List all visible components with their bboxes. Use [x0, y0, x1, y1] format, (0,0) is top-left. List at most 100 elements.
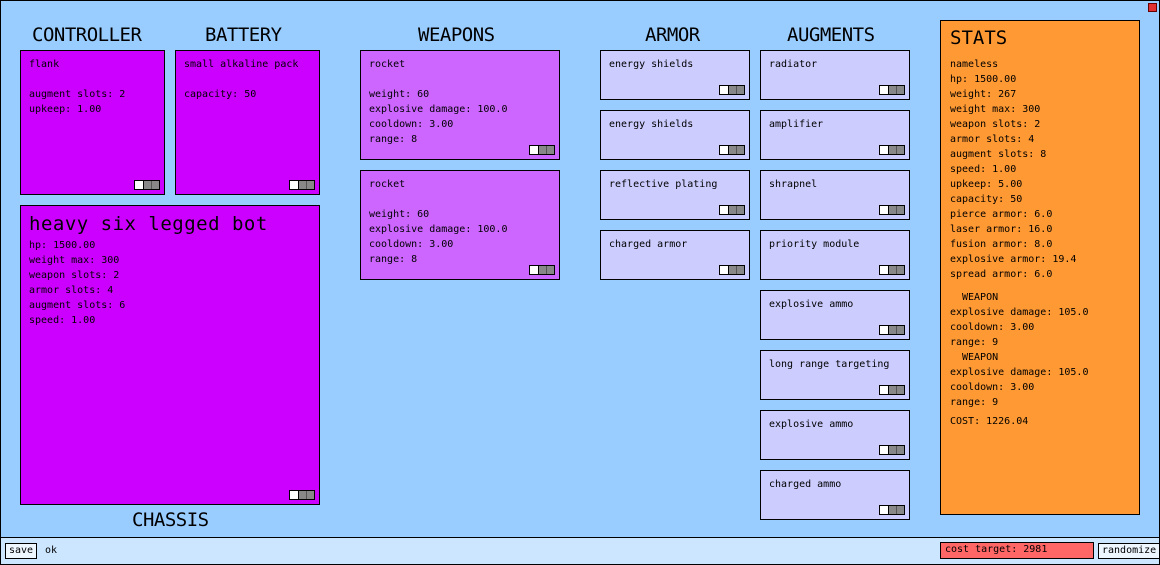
armor-toggle[interactable] [719, 85, 745, 95]
stat-weapon-line: explosive damage: 105.0 [950, 307, 1089, 318]
augment-name: explosive ammo [769, 299, 854, 310]
stat-weapon-label: WEAPON [962, 352, 999, 363]
augment-toggle[interactable] [879, 385, 905, 395]
augment-toggle[interactable] [879, 445, 905, 455]
augment-toggle[interactable] [879, 325, 905, 335]
save-button[interactable]: save [5, 543, 38, 559]
stat-line: capacity: 50 [950, 194, 1023, 205]
chassis-line: speed: 1.00 [29, 315, 96, 326]
battery-line [184, 72, 311, 87]
stat-cost: COST: 1226.04 [950, 416, 1029, 427]
chassis-line: augment slots: 6 [29, 300, 126, 311]
chassis-line: weight max: 300 [29, 255, 120, 266]
stats-panel: STATS nameless hp: 1500.00 weight: 267 w… [940, 20, 1140, 515]
augment-panel-3[interactable]: shrapnel [760, 170, 910, 220]
weapon-line: explosive damage: 100.0 [369, 104, 508, 115]
augment-panel-1[interactable]: radiator [760, 50, 910, 100]
armor-name: energy shields [609, 119, 694, 130]
chassis-line: weapon slots: 2 [29, 270, 120, 281]
controller-toggle[interactable] [134, 180, 160, 190]
battery-heading: BATTERY [205, 24, 282, 46]
stats-title: STATS [950, 27, 1008, 49]
weapon-panel-2[interactable]: rocket weight: 60 explosive damage: 100.… [360, 170, 560, 280]
stat-line: armor slots: 4 [950, 134, 1035, 145]
augment-name: charged ammo [769, 479, 842, 490]
armor-panel-4[interactable]: charged armor [600, 230, 750, 280]
stat-line: spread armor: 6.0 [950, 269, 1053, 280]
controller-panel[interactable]: flank augment slots: 2 upkeep: 1.00 [20, 50, 165, 195]
armor-name: charged armor [609, 239, 688, 250]
augment-toggle[interactable] [879, 85, 905, 95]
randomize-button[interactable]: randomize [1098, 543, 1160, 559]
augment-toggle[interactable] [879, 145, 905, 155]
weapon-line: cooldown: 3.00 [369, 239, 454, 250]
augment-toggle[interactable] [879, 265, 905, 275]
weapon-line: weight: 60 [369, 209, 430, 220]
weapon-line [369, 72, 551, 87]
augment-toggle[interactable] [879, 505, 905, 515]
controller-heading: CONTROLLER [32, 24, 142, 46]
stat-line: upkeep: 5.00 [950, 179, 1023, 190]
battery-toggle[interactable] [289, 180, 315, 190]
stat-line: augment slots: 8 [950, 149, 1047, 160]
stat-line: fusion armor: 8.0 [950, 239, 1053, 250]
status-text: ok [45, 545, 58, 556]
weapon-line: cooldown: 3.00 [369, 119, 454, 130]
stat-line: hp: 1500.00 [950, 74, 1017, 85]
armor-panel-2[interactable]: energy shields [600, 110, 750, 160]
controller-line: upkeep: 1.00 [29, 104, 102, 115]
augment-name: explosive ammo [769, 419, 854, 430]
stat-weapon-line: range: 9 [950, 337, 999, 348]
weapon-line: rocket [369, 59, 406, 70]
bottom-bar: save ok cost target: 2981 randomize [1, 537, 1160, 564]
cost-target-field[interactable]: cost target: 2981 [940, 542, 1094, 559]
augment-toggle[interactable] [879, 205, 905, 215]
weapon-line: range: 8 [369, 254, 418, 265]
chassis-name: heavy six legged bot [29, 213, 268, 235]
chassis-toggle[interactable] [289, 490, 315, 500]
augment-panel-8[interactable]: charged ammo [760, 470, 910, 520]
weapon-panel-1[interactable]: rocket weight: 60 explosive damage: 100.… [360, 50, 560, 160]
stat-weapon-line: cooldown: 3.00 [950, 382, 1035, 393]
armor-toggle[interactable] [719, 265, 745, 275]
stat-line: nameless [950, 59, 999, 70]
stat-weapon-label: WEAPON [962, 292, 999, 303]
augment-panel-6[interactable]: long range targeting [760, 350, 910, 400]
weapon-line [369, 192, 551, 207]
stat-spacer [950, 282, 1130, 290]
armor-toggle[interactable] [719, 205, 745, 215]
weapon-line: rocket [369, 179, 406, 190]
battery-line: capacity: 50 [184, 89, 257, 100]
augment-panel-2[interactable]: amplifier [760, 110, 910, 160]
close-icon[interactable] [1148, 3, 1157, 12]
armor-panel-1[interactable]: energy shields [600, 50, 750, 100]
weapon-toggle[interactable] [529, 265, 555, 275]
chassis-panel[interactable]: heavy six legged bot hp: 1500.00 weight … [20, 205, 320, 505]
augment-name: radiator [769, 59, 818, 70]
augment-panel-4[interactable]: priority module [760, 230, 910, 280]
armor-name: energy shields [609, 59, 694, 70]
weapons-heading: WEAPONS [418, 24, 495, 46]
chassis-heading: CHASSIS [132, 509, 209, 531]
stat-line: weapon slots: 2 [950, 119, 1041, 130]
stat-weapon-line: explosive damage: 105.0 [950, 367, 1089, 378]
armor-heading: ARMOR [645, 24, 700, 46]
armor-panel-3[interactable]: reflective plating [600, 170, 750, 220]
augment-name: shrapnel [769, 179, 818, 190]
weapon-line: weight: 60 [369, 89, 430, 100]
controller-line [29, 72, 156, 87]
augment-name: long range targeting [769, 359, 890, 370]
weapon-line: range: 8 [369, 134, 418, 145]
battery-line: small alkaline pack [184, 59, 299, 70]
augment-panel-7[interactable]: explosive ammo [760, 410, 910, 460]
augment-panel-5[interactable]: explosive ammo [760, 290, 910, 340]
stat-line: pierce armor: 6.0 [950, 209, 1053, 220]
controller-line: flank [29, 59, 60, 70]
stat-line: explosive armor: 19.4 [950, 254, 1077, 265]
stat-line: weight max: 300 [950, 104, 1041, 115]
chassis-line: armor slots: 4 [29, 285, 114, 296]
chassis-line: hp: 1500.00 [29, 240, 96, 251]
battery-panel[interactable]: small alkaline pack capacity: 50 [175, 50, 320, 195]
armor-toggle[interactable] [719, 145, 745, 155]
weapon-toggle[interactable] [529, 145, 555, 155]
